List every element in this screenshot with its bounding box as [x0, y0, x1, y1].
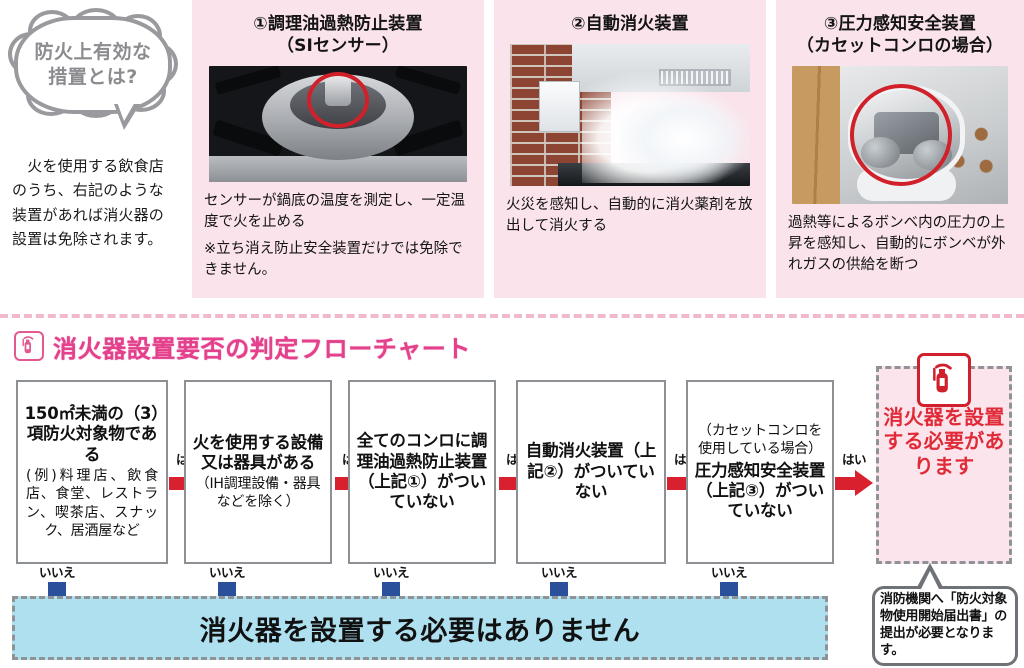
flow-box-1-strong: 150㎡未満の（3）項防火対象物である [24, 403, 160, 464]
card-2-title-line1: ②自動消火装置 [571, 14, 689, 34]
intro-column: 防火上有効な 措置とは? 火を使用する飲食店のうち、右記のような装置があれば消火… [0, 0, 186, 298]
measure-card-3: ③圧力感知安全装置 （カセットコンロの場合） 過熱等によるボンベ内の圧力の上昇を… [776, 0, 1024, 298]
card-3-title-line1: ③圧力感知安全装置 [823, 14, 977, 34]
flow-box-2-detail: （IH調理設備・器具などを除く） [195, 475, 321, 510]
notification-callout-text: 消防機関へ「防火対象物使用開始届出書」の提出が必要となります。 [880, 592, 1008, 658]
intro-body-text: 火を使用する飲食店のうち、右記のような装置があれば消火器の設置は免除されます。 [12, 157, 165, 248]
card-3-title-line2: （カセットコンロの場合） [796, 35, 1004, 56]
cassette-stove-pressure-sensor-photo [792, 65, 1008, 204]
red-highlight-circle-icon [850, 83, 952, 186]
arrow-right-icon [835, 469, 873, 496]
automatic-extinguishing-discharge-photo [510, 43, 750, 186]
flow-box-2-strong: 火を使用する設備又は器具がある [192, 432, 324, 473]
bubble-line-1: 防火上有効な [34, 41, 152, 64]
no-label-1: いいえ [38, 565, 76, 580]
result-not-required-bar: 消火器を設置する必要はありません [12, 596, 828, 660]
flow-box-2[interactable]: 火を使用する設備又は器具がある （IH調理設備・器具などを除く） [184, 380, 332, 564]
fire-extinguisher-icon [14, 331, 44, 361]
red-highlight-circle-icon [307, 71, 369, 128]
yes-arrow-5: はい [832, 380, 876, 564]
card-1-title: ①調理油過熱防止装置 （SIセンサー） [247, 14, 428, 58]
card-3-title: ③圧力感知安全装置 （カセットコンロの場合） [791, 14, 1009, 58]
flow-box-4[interactable]: 自動消火装置（上記②）がついていない [516, 380, 666, 564]
result-required-box: 消火器を設置する必要があります [876, 353, 1012, 564]
callout-tail-inner-icon [920, 571, 940, 591]
result-required-text: 消火器を設置する必要があります [883, 405, 1005, 478]
card-1-title-line2: （SIセンサー） [276, 35, 400, 56]
card-1-note: ※立ち消え防止安全装置だけでは免除できません。 [204, 240, 463, 278]
bubble-line-2: 措置とは? [48, 66, 138, 88]
bubble-body [14, 16, 172, 114]
no-label-4: いいえ [540, 565, 578, 580]
flowchart-title: 消火器設置要否の判定フローチャート [53, 334, 471, 363]
flowchart-section: 消火器設置要否の判定フローチャート 150㎡未満の（3）項防火対象物である (例… [0, 318, 1024, 668]
card-2-image [510, 43, 750, 186]
flow-box-5-strong: 圧力感知安全装置（上記③）がついていない [694, 460, 826, 521]
bubble-text: 防火上有効な 措置とは? [16, 20, 170, 110]
flow-box-1-detail: (例)料理店、飲食店、食堂、レストラン、喫茶店、スナック、居酒屋など [26, 468, 158, 539]
card-2-title: ②自動消火装置 [565, 14, 695, 36]
fire-extinguisher-icon [917, 353, 971, 407]
yes-label-5: はい [841, 451, 867, 467]
card-3-caption: 過熱等によるボンベ内の圧力の上昇を感知し、自動的にボンベが外れガスの供給を断つ [788, 214, 1006, 273]
flow-box-1[interactable]: 150㎡未満の（3）項防火対象物である (例)料理店、飲食店、食堂、レストラン、… [16, 380, 168, 564]
notification-callout: 消防機関へ「防火対象物使用開始届出書」の提出が必要となります。 [872, 586, 1018, 666]
card-2-caption: 火災を感知し、自動的に消火薬剤を放出して消火する [506, 196, 753, 234]
flow-box-5[interactable]: （カセットコンロを使用している場合） 圧力感知安全装置（上記③）がついていない [686, 380, 834, 564]
no-label-3: いいえ [372, 565, 410, 580]
section-divider [0, 314, 1024, 318]
speech-bubble: 防火上有効な 措置とは? [4, 8, 182, 140]
flow-box-3[interactable]: 全てのコンロに調理油過熱防止装置（上記①）がついていない [348, 380, 496, 564]
gas-stove-si-sensor-photo [209, 65, 467, 182]
flow-box-5-prefix: （カセットコンロを使用している場合） [697, 423, 823, 458]
no-label-2: いいえ [208, 565, 246, 580]
flow-box-4-strong: 自動消火装置（上記②）がついていない [525, 441, 657, 502]
flowchart-header: 消火器設置要否の判定フローチャート [14, 331, 471, 363]
card-1-title-line1: ①調理油過熱防止装置 [253, 14, 423, 34]
card-1-image [209, 65, 467, 182]
bubble-tail-inner-icon [117, 102, 135, 121]
card-1-caption: センサーが鍋底の温度を測定し、一定温度で火を止める [204, 192, 465, 230]
flow-box-3-strong: 全てのコンロに調理油過熱防止装置（上記①）がついていない [356, 431, 488, 512]
card-3-image [792, 65, 1008, 204]
measure-card-2: ②自動消火装置 火災を感知し、自動的に消火薬剤を放出して消火する [494, 0, 766, 298]
flowchart-boxes: 150㎡未満の（3）項防火対象物である (例)料理店、飲食店、食堂、レストラン、… [0, 380, 1024, 570]
no-label-5: いいえ [710, 565, 748, 580]
measure-card-1: ①調理油過熱防止装置 （SIセンサー） センサーが鍋底の温度を測定し、一定 [192, 0, 484, 298]
result-not-required-text: 消火器を設置する必要はありません [199, 615, 641, 647]
top-section: 防火上有効な 措置とは? 火を使用する飲食店のうち、右記のような装置があれば消火… [0, 0, 1024, 298]
